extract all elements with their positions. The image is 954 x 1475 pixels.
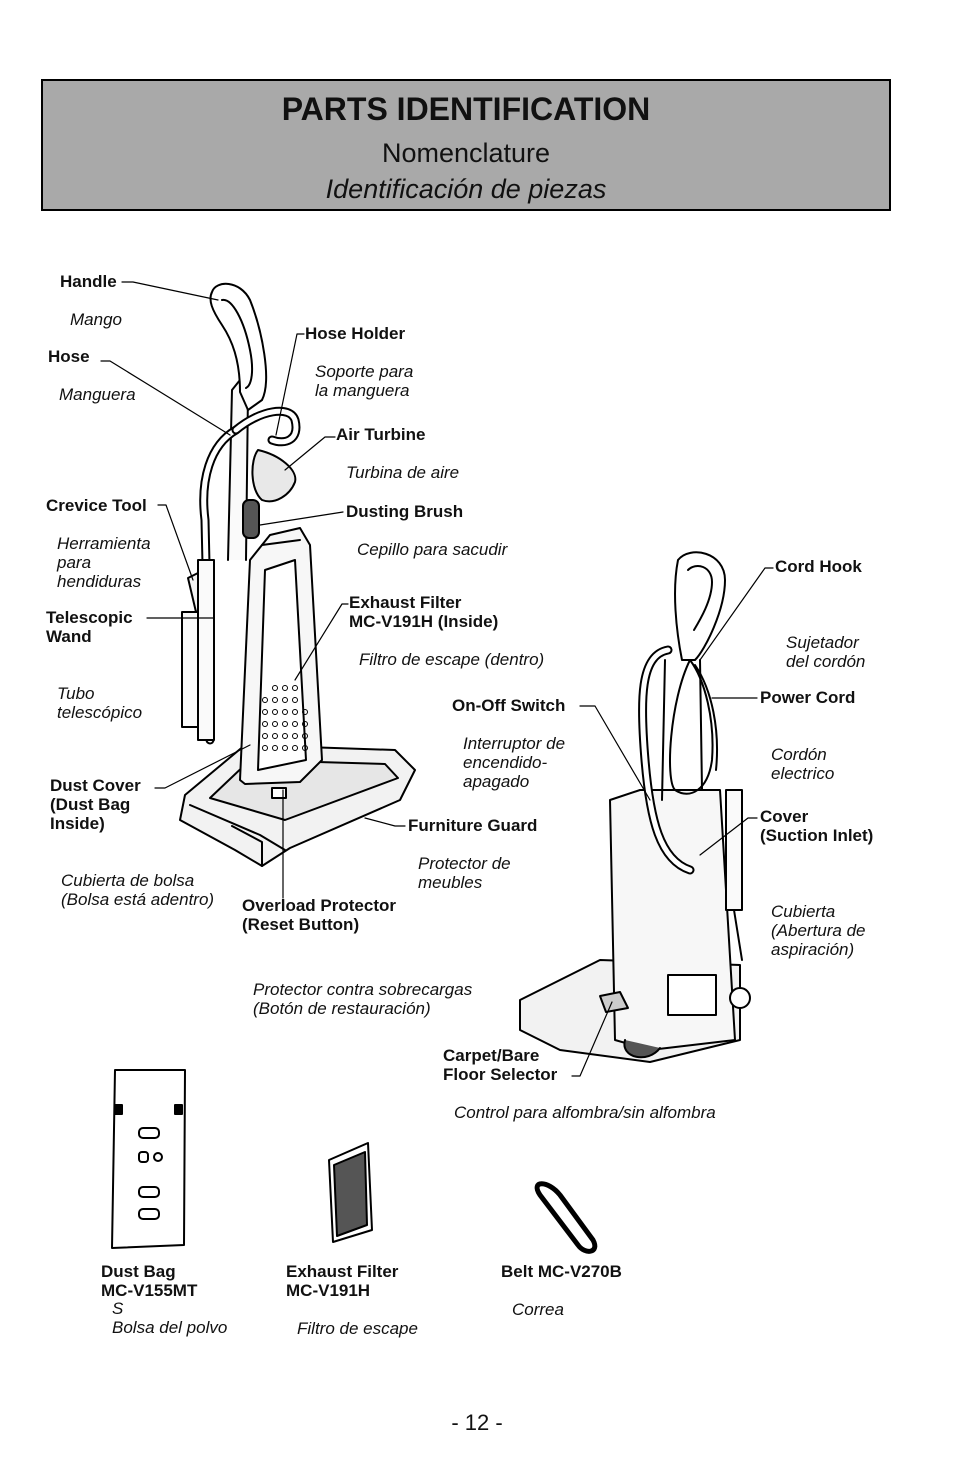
power-cord-label-es: Cordón electrico — [771, 745, 835, 783]
page-subtitle-french: Nomenclature — [381, 138, 551, 168]
dust-cover-label-es: Cubierta de bolsa (Bolsa está adentro) — [61, 871, 215, 909]
carpet-selector-label: Carpet/Bare Floor Selector — [443, 1046, 558, 1084]
page-subtitle-spanish: Identificación de piezas — [325, 174, 607, 204]
overload-protector-label: Overload Protector (Reset Button) — [242, 896, 396, 934]
title-banner: PARTS IDENTIFICATION Nomenclature Identi… — [41, 79, 891, 211]
air-turbine-label-es: Turbina de aire — [346, 463, 460, 482]
belt-label: Belt MC-V270B — [501, 1262, 622, 1281]
dust-bag-label-es: S Bolsa del polvo — [112, 1299, 228, 1337]
exhaust-filter-label: Exhaust Filter MC-V191H (Inside) — [349, 593, 499, 631]
telescopic-wand-label: Telescopic Wand — [46, 608, 133, 646]
furniture-guard-label-es: Protector de meubles — [418, 854, 511, 892]
power-cord-label: Power Cord — [760, 688, 856, 707]
hose-label: Hose — [48, 347, 90, 366]
belt-label-es: Correa — [512, 1300, 564, 1319]
exhaust-filter-label-es: Filtro de escape (dentro) — [359, 650, 545, 669]
page-number: - 12 - — [451, 1410, 503, 1435]
cord-hook-label: Cord Hook — [775, 557, 862, 576]
dusting-brush-label: Dusting Brush — [346, 502, 464, 521]
belt-illustration — [534, 1181, 598, 1254]
handle-label-es: Mango — [70, 310, 122, 329]
dusting-brush-label-es: Cepillo para sacudir — [357, 540, 508, 559]
exhaust-filter-illustration — [328, 1142, 373, 1243]
crevice-tool-label: Crevice Tool — [46, 496, 147, 515]
on-off-switch-label: On-Off Switch — [452, 696, 566, 715]
cover-label: Cover (Suction Inlet) — [760, 807, 874, 845]
crevice-tool-label-es: Herramienta para hendiduras — [57, 534, 151, 591]
dust-bag-label: Dust Bag MC-V155MT — [101, 1262, 198, 1300]
dust-bag-illustration — [111, 1069, 186, 1249]
rear-vacuum-illustration — [519, 551, 751, 1063]
on-off-switch-label-es: Interruptor de encendido- apagado — [463, 734, 566, 791]
furniture-guard-label: Furniture Guard — [408, 816, 538, 835]
cord-hook-label-es: Sujetador del cordón — [786, 633, 866, 671]
page-title: PARTS IDENTIFICATION — [281, 91, 651, 127]
front-vacuum-illustration — [179, 282, 416, 867]
dust-cover-label: Dust Cover (Dust Bag Inside) — [50, 776, 141, 833]
hose-holder-label-es: Soporte para la manguera — [315, 362, 414, 400]
exhaust-filter-accessory-label-es: Filtro de escape — [297, 1319, 418, 1338]
cover-label-es: Cubierta (Abertura de aspiración) — [771, 902, 866, 959]
telescopic-wand-label-es: Tubo telescópico — [57, 684, 143, 722]
carpet-selector-label-es: Control para alfombra/sin alfombra — [454, 1103, 716, 1122]
leader-lines — [100, 281, 774, 1077]
overload-protector-label-es: Protector contra sobrecargas (Botón de r… — [253, 980, 473, 1018]
handle-label: Handle — [60, 272, 117, 291]
hose-label-es: Manguera — [59, 385, 136, 404]
exhaust-filter-accessory-label: Exhaust Filter MC-V191H — [286, 1262, 399, 1300]
hose-holder-label: Hose Holder — [305, 324, 406, 343]
air-turbine-label: Air Turbine — [336, 425, 426, 444]
